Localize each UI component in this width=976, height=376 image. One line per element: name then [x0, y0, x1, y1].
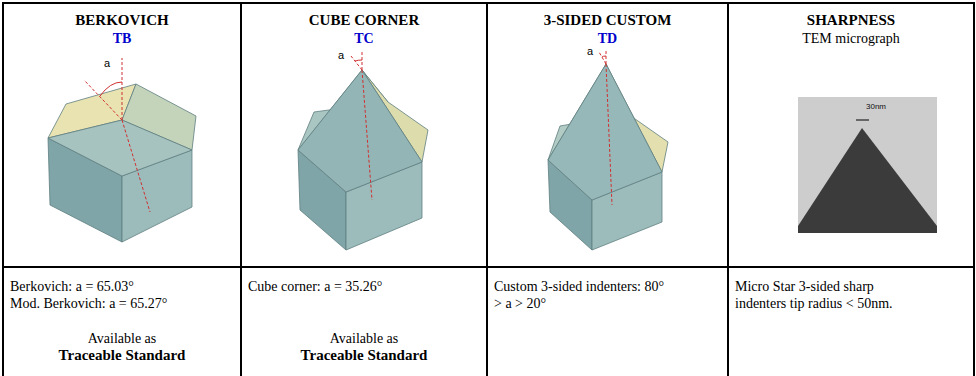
angle-label: a — [587, 46, 593, 57]
micrograph-background — [798, 97, 937, 233]
spec-line: Mod. Berkovich: a = 65.27° — [10, 295, 234, 312]
cube-corner-indenter — [298, 70, 428, 250]
availability-note: Traceable Standard — [10, 347, 234, 364]
column-subtitle: TEM micrograph — [733, 30, 969, 47]
angle-arc — [355, 60, 362, 61]
angle-marker — [84, 58, 150, 212]
availability-note: Traceable Standard — [248, 347, 480, 364]
column-title: BERKOVICH — [8, 12, 236, 29]
column-title: 3-SIDED CUSTOM — [492, 12, 723, 29]
spec-cell: Custom 3-sided indenters: 80° > a > 20° — [486, 266, 729, 376]
axis-line — [606, 64, 612, 205]
angle-marker — [351, 52, 372, 200]
face-line — [599, 52, 606, 64]
model-code: TD — [492, 30, 723, 47]
spec-line: Berkovich: a = 65.03° — [10, 278, 234, 295]
custom-indenter — [548, 64, 668, 250]
spec-cell: Cube corner: a = 35.26° Available asTrace… — [240, 266, 488, 376]
angle-arc — [100, 82, 122, 96]
header-cell: SHARPNESSTEM micrograph — [727, 2, 975, 268]
indenter-top-face — [48, 120, 192, 176]
spec-line: Custom 3-sided indenters: 80° > a > 20° — [494, 278, 666, 312]
model-code: TC — [246, 30, 482, 47]
spec-cell: Berkovich: a = 65.03°Mod. Berkovich: a =… — [2, 266, 242, 376]
angle-marker — [599, 50, 612, 205]
header-cell: BERKOVICHTB — [2, 2, 242, 268]
header-cell: CUBE CORNERTC — [240, 2, 488, 268]
column-title: CUBE CORNER — [246, 12, 482, 29]
scale-bar — [856, 119, 869, 120]
face-line — [351, 56, 362, 70]
face-line — [84, 80, 122, 120]
axis-line — [122, 58, 123, 120]
column-title: SHARPNESS — [733, 12, 969, 29]
axis-line — [122, 120, 150, 212]
angle-label: a — [104, 58, 110, 69]
availability-note: Available as — [10, 330, 234, 347]
spec-line: Cube corner: a = 35.26° — [248, 278, 480, 295]
indenter-top-face — [548, 64, 662, 200]
angle-label: a — [338, 50, 344, 61]
availability-note: Available as — [248, 330, 480, 347]
spec-cell: Micro Star 3-sided sharp indenters tip r… — [727, 266, 975, 376]
axis-line — [606, 50, 607, 64]
model-code: TB — [8, 30, 236, 47]
tip-silhouette — [798, 128, 937, 233]
angle-arc — [602, 56, 606, 57]
axis-line — [362, 70, 372, 200]
tem-micrograph — [798, 97, 937, 233]
axis-line — [362, 52, 363, 70]
scale-label: 30nm — [866, 103, 886, 111]
spec-line: Micro Star 3-sided sharp indenters tip r… — [735, 278, 915, 312]
indenter-top-face — [298, 70, 422, 192]
header-cell: 3-SIDED CUSTOMTD — [486, 2, 729, 268]
